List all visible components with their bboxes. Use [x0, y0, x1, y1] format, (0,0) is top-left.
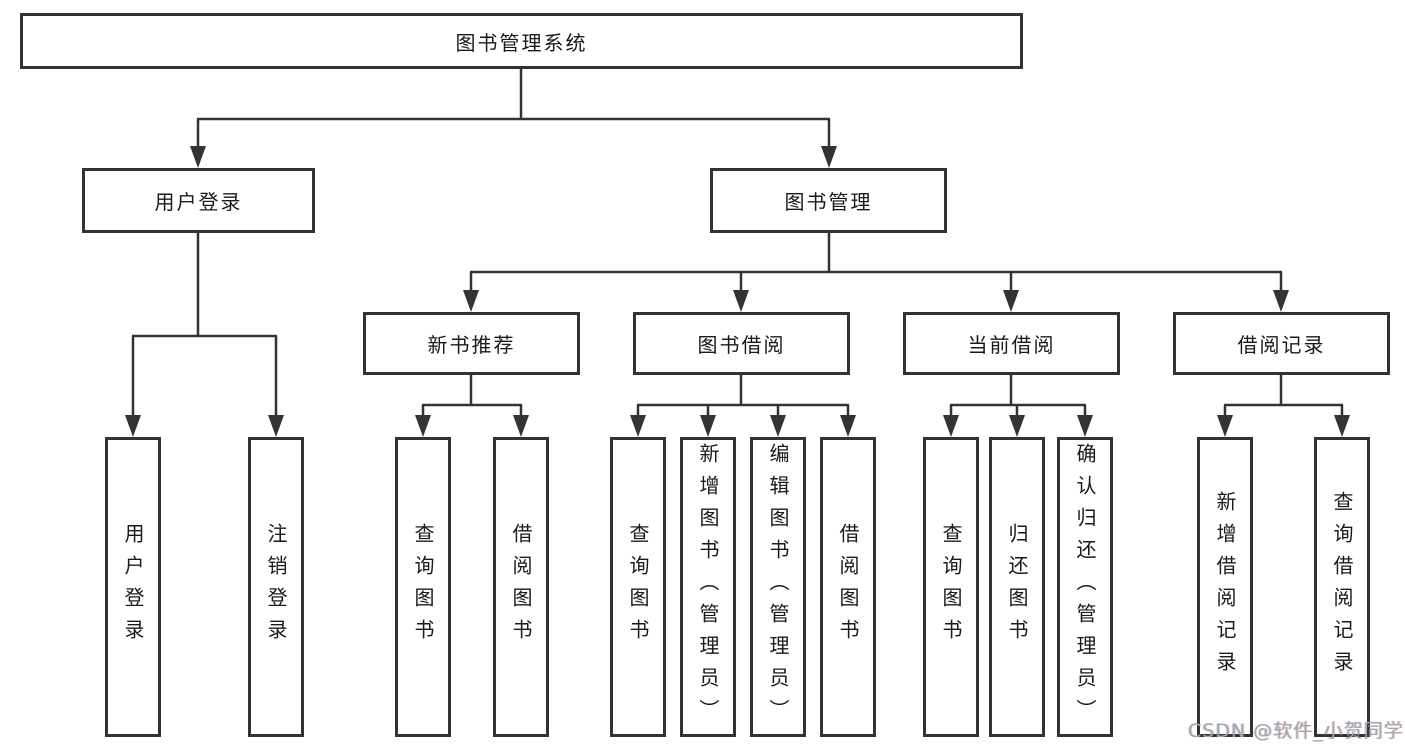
leaf-borrow-query-book: 查询图书 — [610, 437, 666, 737]
node-new-book-recommend: 新书推荐 — [363, 312, 580, 375]
node-borrow-records-label: 借阅记录 — [1237, 333, 1326, 357]
node-current-borrow: 当前借阅 — [903, 312, 1120, 375]
leaf-user-login: 用户登录 — [105, 437, 161, 737]
leaf-return-book: 归还图书 — [989, 437, 1045, 737]
node-book-borrow: 图书借阅 — [633, 312, 850, 375]
node-root-library-system: 图书管理系统 — [20, 13, 1023, 69]
leaf-add-book-admin: 新增图书（管理员） — [680, 437, 736, 737]
node-root-label: 图书管理系统 — [455, 30, 588, 55]
leaf-logout: 注销登录 — [248, 437, 304, 737]
leaf-recommend-query-book: 查询图书 — [395, 437, 451, 737]
node-user-login-label: 用户登录 — [154, 190, 243, 214]
leaf-borrow-book: 借阅图书 — [820, 437, 876, 737]
leaf-edit-book-admin: 编辑图书（管理员） — [750, 437, 806, 737]
node-new-book-recommend-label: 新书推荐 — [427, 333, 516, 357]
node-current-borrow-label: 当前借阅 — [967, 333, 1056, 357]
node-book-borrow-label: 图书借阅 — [697, 333, 786, 357]
leaf-recommend-borrow-book: 借阅图书 — [493, 437, 549, 737]
leaf-add-borrow-record: 新增借阅记录 — [1197, 437, 1253, 737]
leaf-current-query-book: 查询图书 — [923, 437, 979, 737]
leaf-query-borrow-record: 查询借阅记录 — [1314, 437, 1370, 737]
node-borrow-records: 借阅记录 — [1173, 312, 1390, 375]
csdn-watermark: CSDN @软件_小贺同学 — [1188, 720, 1404, 742]
node-book-management-label: 图书管理 — [784, 190, 873, 214]
node-book-management: 图书管理 — [710, 168, 947, 233]
node-user-login: 用户登录 — [82, 168, 315, 233]
leaf-confirm-return-admin: 确认归还（管理员） — [1057, 437, 1113, 737]
